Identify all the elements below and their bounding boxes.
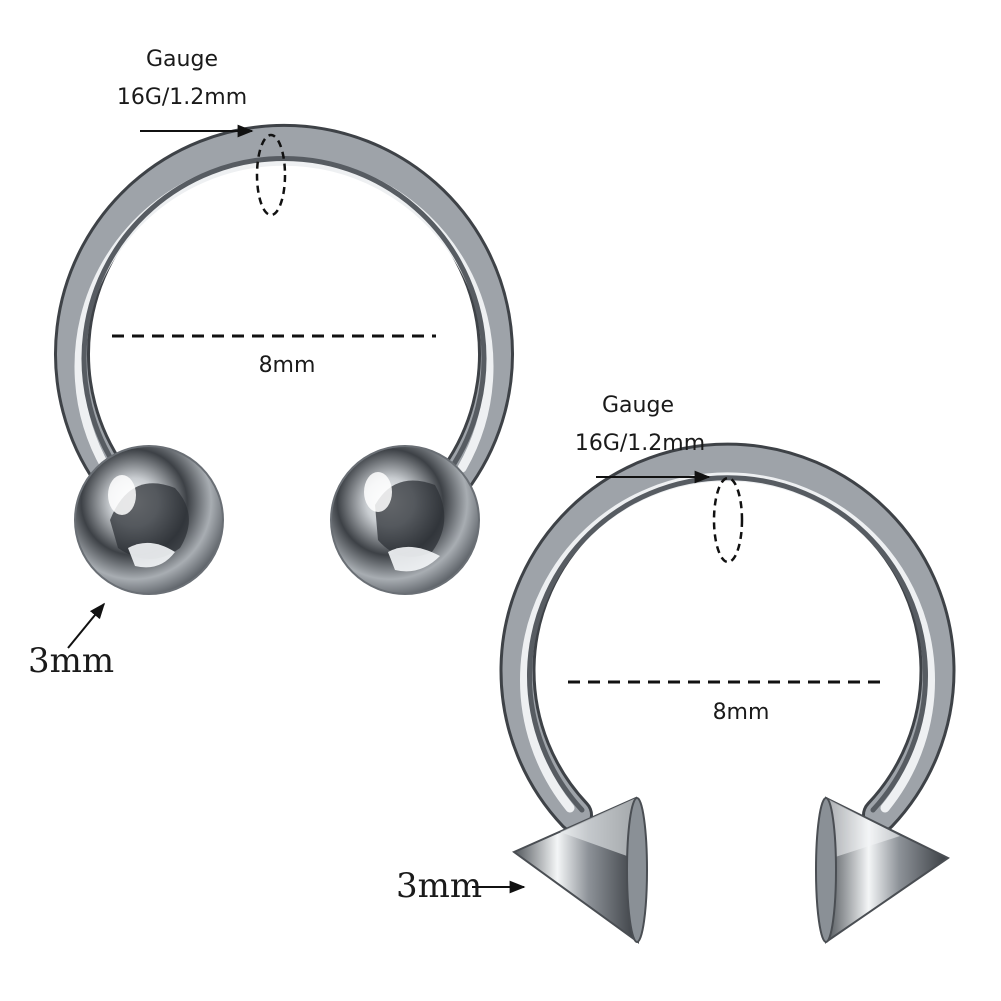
ball-ring-end-size-arrow: [67, 602, 106, 649]
ball-end-right: [330, 445, 480, 595]
spike-ring-gauge-marker: [712, 476, 744, 564]
spike-end-left: [512, 796, 648, 944]
ball-ring-gauge-value: 16G/1.2mm: [117, 85, 247, 110]
spike-ring-diameter-label: 8mm: [713, 700, 770, 725]
spike-ring-gauge-label: Gauge: [602, 393, 674, 418]
ball-ring: Gauge 16G/1.2mm 8mm 3mm: [28, 47, 514, 681]
ball-ring-gauge-marker: [255, 133, 287, 217]
ball-ring-band-highlight: [74, 156, 494, 473]
spike-ring: Gauge 16G/1.2mm 8mm 3mm: [396, 393, 956, 944]
ball-end-left: [74, 445, 224, 595]
spike-ring-band-inner-dark: [527, 475, 928, 813]
spike-ring-gauge-value: 16G/1.2mm: [575, 431, 705, 456]
ball-ring-band: [57, 126, 511, 490]
ball-ring-diameter-label: 8mm: [259, 353, 316, 378]
spike-end-right: [815, 796, 950, 944]
ball-ring-gauge-label: Gauge: [146, 47, 218, 72]
spike-ring-band: [502, 445, 953, 830]
ball-ring-end-size-label: 3mm: [28, 641, 114, 681]
spike-ring-end-size-label: 3mm: [396, 866, 482, 906]
